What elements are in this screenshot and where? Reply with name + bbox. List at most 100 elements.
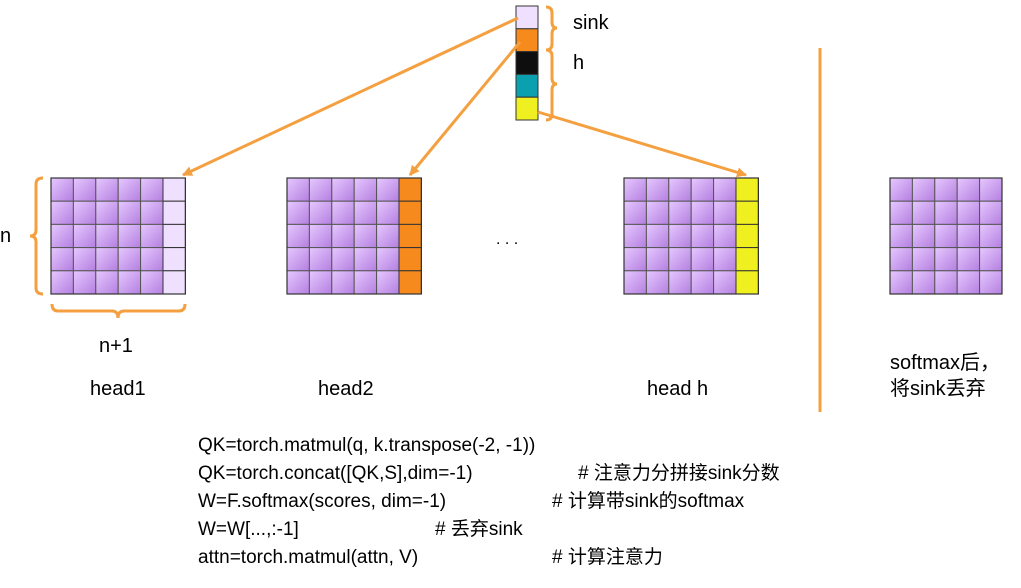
sink-column-cell — [162, 247, 186, 272]
grid-cell — [934, 200, 958, 225]
grid-cell — [117, 247, 142, 272]
ellipsis: . . . — [496, 231, 519, 248]
grid-cell — [50, 223, 74, 249]
grid-cell — [95, 247, 119, 272]
grid-cell — [140, 200, 164, 225]
head-h-label: head h — [647, 378, 709, 400]
grid-cell — [889, 223, 913, 249]
arrow-to-head-h — [537, 110, 747, 178]
grid-cell — [308, 247, 333, 272]
grid-cell — [286, 247, 310, 272]
sink-column-cell — [735, 247, 759, 272]
grid-cell — [623, 247, 647, 272]
grid-cell — [690, 247, 715, 272]
grid-cell — [72, 200, 97, 225]
sink-cell — [515, 73, 539, 98]
grid-cell — [95, 177, 119, 202]
sink-cell — [515, 96, 539, 121]
grid-cell — [331, 223, 355, 249]
sink-column-cell — [735, 177, 759, 202]
grid-cell — [645, 270, 670, 295]
arrow-to-head1 — [182, 16, 519, 177]
grid-cell — [50, 270, 74, 295]
grid-cell — [645, 247, 670, 272]
grid-cell — [72, 177, 97, 202]
grid-cell — [690, 223, 715, 249]
grid-cell — [713, 270, 737, 295]
code-statement: QK=torch.matmul(q, k.transpose(-2, -1)) — [198, 435, 536, 456]
grid-cell — [376, 223, 400, 249]
code-comment: # 注意力分拼接sink分数 — [578, 463, 780, 484]
grid-cell — [623, 270, 647, 295]
sink-column-cell — [398, 177, 422, 202]
grid-cell — [331, 177, 355, 202]
grid-border — [623, 177, 759, 295]
grid-cell — [376, 200, 400, 225]
head1-grid — [50, 177, 186, 295]
grid-cell — [308, 223, 333, 249]
grid-cell — [889, 200, 913, 225]
rows-dim-label: n — [0, 225, 12, 247]
grid-cell — [308, 270, 333, 295]
sink-cell — [515, 5, 539, 30]
grid-cell — [979, 247, 1003, 272]
grid-cell — [286, 223, 310, 249]
grid-border — [286, 177, 422, 295]
grid-cell — [140, 270, 164, 295]
grid-cell — [713, 177, 737, 202]
result-caption-line1: softmax后， — [890, 352, 1001, 374]
code-comment: # 计算带sink的softmax — [552, 491, 745, 512]
sink-column-cell — [735, 200, 759, 225]
cols-dim-label: n+1 — [99, 335, 133, 357]
grid-border — [50, 177, 186, 295]
grid-cell — [95, 200, 119, 225]
grid-cell — [911, 200, 936, 225]
grid-cell — [956, 177, 981, 202]
code-statement: W=F.softmax(scores, dim=-1) — [198, 491, 447, 512]
grid-cell — [117, 270, 142, 295]
grid-cell — [117, 177, 142, 202]
sink-column-cell — [735, 270, 759, 295]
grid-cell — [934, 270, 958, 295]
grid-cell — [331, 270, 355, 295]
grid-cell — [50, 177, 74, 202]
grid-cell — [286, 270, 310, 295]
grid-cell — [95, 270, 119, 295]
grid-cell — [353, 200, 378, 225]
sink-column-cell — [398, 200, 422, 225]
grid-cell — [95, 223, 119, 249]
sink-column-cell — [162, 200, 186, 225]
head2-grid — [286, 177, 422, 295]
code-comment: # 计算注意力 — [552, 547, 663, 568]
grid-cell — [308, 200, 333, 225]
sink-cell — [515, 28, 539, 53]
h-label: h — [573, 52, 585, 74]
grid-cell — [956, 223, 981, 249]
head-h-grid — [623, 177, 759, 295]
grid-cell — [889, 247, 913, 272]
grid-cell — [690, 200, 715, 225]
sink-column-cell — [398, 247, 422, 272]
grid-cell — [713, 247, 737, 272]
code-statement: QK=torch.concat([QK,S],dim=-1) — [198, 463, 473, 484]
grid-cell — [286, 200, 310, 225]
code-statement: attn=torch.matmul(attn, V) — [198, 547, 419, 568]
grid-cell — [117, 200, 142, 225]
grid-cell — [645, 200, 670, 225]
grid-cell — [286, 177, 310, 202]
grid-cell — [376, 270, 400, 295]
grid-cell — [934, 223, 958, 249]
grid-cell — [911, 247, 936, 272]
grid-cell — [956, 270, 981, 295]
grid-cell — [668, 200, 692, 225]
grid-cell — [889, 177, 913, 202]
grid-cell — [713, 200, 737, 225]
grid-cell — [934, 177, 958, 202]
grid-cell — [623, 177, 647, 202]
grid-cell — [911, 270, 936, 295]
grid-cell — [331, 200, 355, 225]
rows-bracket — [29, 176, 44, 296]
sink-column-cell — [162, 223, 186, 249]
grid-cell — [376, 177, 400, 202]
